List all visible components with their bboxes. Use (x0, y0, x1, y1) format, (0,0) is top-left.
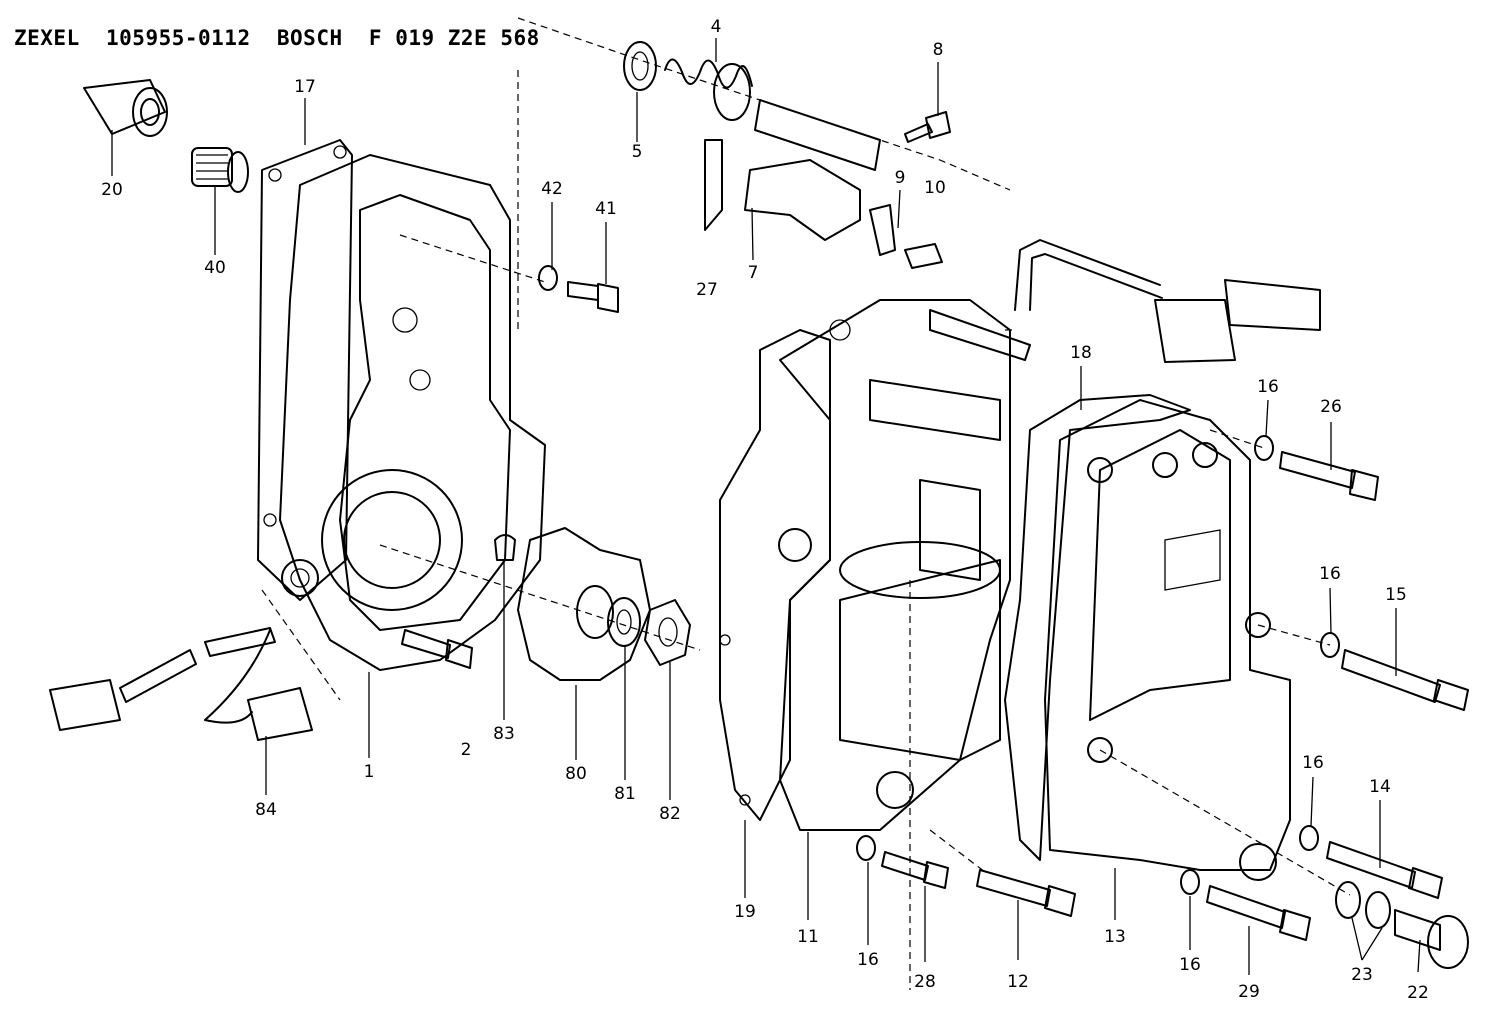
header-reference: F 019 Z2E 568 (368, 26, 540, 50)
part-ring-5 (623, 41, 657, 91)
part-harness (929, 239, 1321, 363)
callout-16-d: 16 (857, 950, 879, 970)
callout-41: 41 (595, 199, 617, 219)
callout-83: 83 (493, 724, 515, 744)
callout-1: 1 (363, 762, 375, 782)
callout-80: 80 (565, 764, 587, 784)
callout-40: 40 (204, 258, 226, 278)
part-bolt-8 (904, 111, 951, 143)
part-spring-4 (664, 58, 753, 121)
callout-11: 11 (797, 927, 819, 947)
callout-19: 19 (734, 902, 756, 922)
part-key-83 (494, 534, 516, 561)
top-dashed-axis (517, 17, 1011, 330)
part-bolt-15 (1341, 649, 1469, 711)
part-plug-40 (191, 147, 249, 193)
callout-23: 23 (1351, 965, 1373, 985)
part-gear-80 (517, 527, 651, 681)
callout-84: 84 (255, 800, 277, 820)
callout-10: 10 (924, 178, 946, 198)
part-bolt-41 (567, 281, 619, 313)
callout-13: 13 (1104, 927, 1126, 947)
callout-16-b: 16 (1319, 564, 1341, 584)
part-housing-1 (279, 154, 546, 671)
callout-16-e: 16 (1179, 955, 1201, 975)
callout-15: 15 (1385, 585, 1407, 605)
callout-16-c: 16 (1302, 753, 1324, 773)
part-lever-assembly-7 (704, 99, 943, 269)
callout-4: 4 (710, 17, 722, 37)
part-washer-42 (538, 265, 558, 291)
part-bolt-28 (881, 851, 949, 889)
callout-9: 9 (894, 168, 906, 188)
callout-8: 8 (932, 40, 944, 60)
part-washer-81 (607, 597, 641, 647)
callout-12: 12 (1007, 972, 1029, 992)
part-bolt-26 (1279, 451, 1379, 501)
callout-29: 29 (1238, 982, 1260, 1002)
part-washers-23 (1335, 881, 1391, 929)
leader-lines (111, 38, 1421, 975)
callout-22: 22 (1407, 983, 1429, 1003)
part-washer-16-upper (1254, 435, 1274, 461)
diagram-header: ZEXEL 105955-0112 BOSCH F 019 Z2E 568 (14, 26, 540, 50)
callout-16-a: 16 (1257, 377, 1279, 397)
part-washer-16-bottom-left (856, 835, 876, 861)
part-plug-22 (1394, 909, 1469, 969)
part-screw-10 (401, 629, 473, 669)
part-bolt-29 (1206, 885, 1311, 941)
callout-28: 28 (914, 972, 936, 992)
part-washer-16-mid (1320, 632, 1340, 658)
callout-7: 7 (747, 263, 759, 283)
callout-27: 27 (696, 280, 718, 300)
part-gasket-17 (257, 139, 353, 601)
part-sleeve-20 (83, 79, 168, 137)
callout-26: 26 (1320, 397, 1342, 417)
header-make: ZEXEL (14, 26, 80, 50)
callout-42: 42 (541, 179, 563, 199)
assembly-axes (379, 234, 1351, 990)
part-bolt-12 (976, 869, 1076, 917)
part-connector-84 (49, 589, 341, 741)
callout-5: 5 (631, 142, 643, 162)
part-washer-16-lower (1299, 825, 1319, 851)
part-washer-16-bottom-right (1180, 869, 1200, 895)
part-gasket-18 (1004, 394, 1191, 861)
callout-14: 14 (1369, 777, 1391, 797)
part-gasket-19 (719, 329, 831, 821)
callout-17: 17 (294, 77, 316, 97)
callout-81: 81 (614, 784, 636, 804)
header-part-number: 105955-0112 (106, 26, 251, 50)
part-cover-13 (1044, 399, 1291, 881)
callout-20: 20 (101, 180, 123, 200)
header-brand: BOSCH (276, 26, 343, 50)
callout-82: 82 (659, 804, 681, 824)
callout-18: 18 (1070, 343, 1092, 363)
part-nut-82 (644, 599, 691, 666)
part-governor-cover-11 (778, 299, 1011, 831)
part-bolt-14 (1326, 841, 1443, 899)
callout-2: 2 (460, 740, 472, 760)
